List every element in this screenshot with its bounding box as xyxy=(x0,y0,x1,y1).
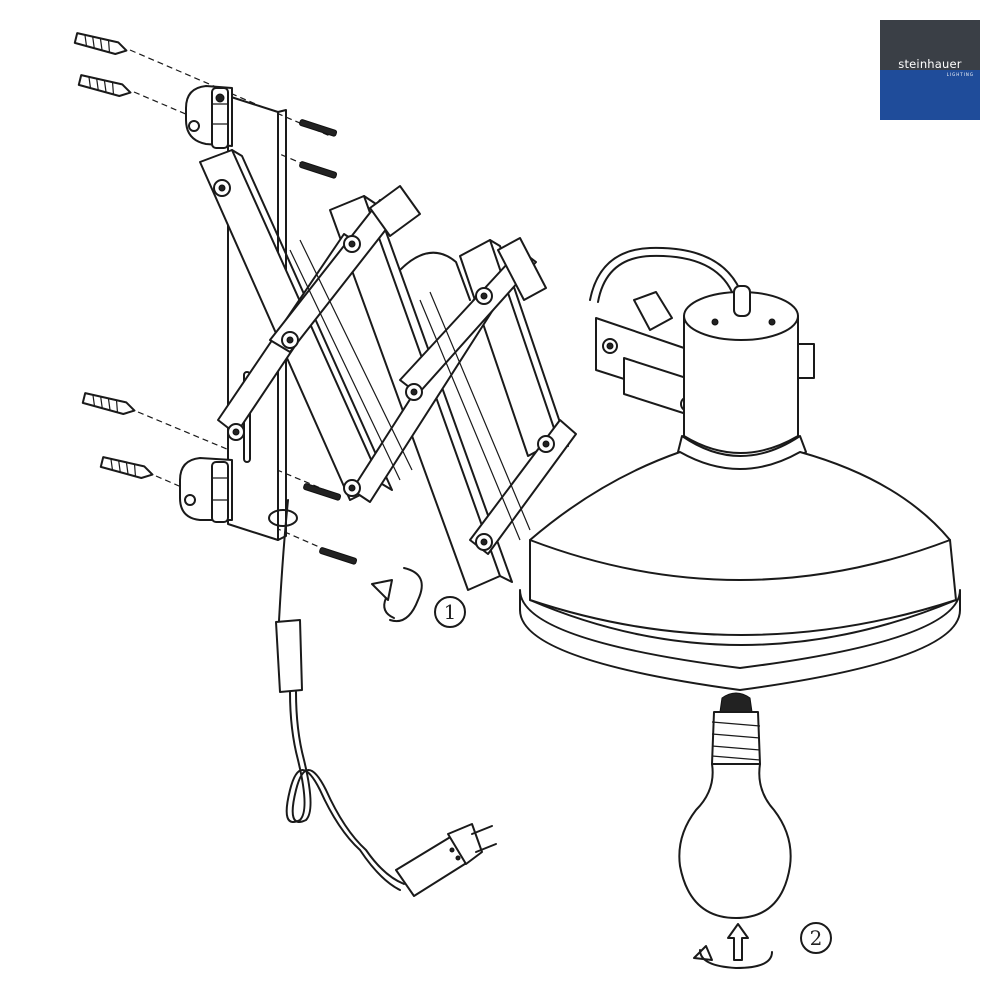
brand-logo-bottom xyxy=(880,70,980,120)
brand-name: steinhauer xyxy=(898,57,962,71)
power-cable xyxy=(268,499,405,891)
screw xyxy=(299,119,338,137)
wall-plugs-top xyxy=(73,32,338,179)
rotate-arrow-icon xyxy=(693,945,773,969)
rotate-arrow-icon xyxy=(371,567,423,622)
screw xyxy=(299,161,338,179)
light-bulb xyxy=(678,692,792,919)
screw xyxy=(319,547,358,565)
wall-plug xyxy=(73,32,128,55)
brand-tagline: LIGHTING xyxy=(946,72,974,77)
wall-plug xyxy=(81,392,136,415)
step-2-label: 2 xyxy=(810,926,823,950)
step-1-label: 1 xyxy=(444,600,457,624)
screw xyxy=(303,483,342,501)
brand-logo: steinhauer LIGHTING xyxy=(880,20,980,120)
arrow-up-icon xyxy=(727,923,749,961)
step-2-indicator: 2 xyxy=(693,922,832,969)
wall-plug xyxy=(77,74,132,97)
rivets xyxy=(213,179,555,551)
step-1-indicator: 1 xyxy=(371,567,466,628)
euro-plug xyxy=(395,823,497,897)
wall-plug xyxy=(99,456,154,479)
lamp-head xyxy=(519,246,961,691)
scissor-arm xyxy=(199,149,577,591)
brand-logo-top xyxy=(880,20,980,70)
